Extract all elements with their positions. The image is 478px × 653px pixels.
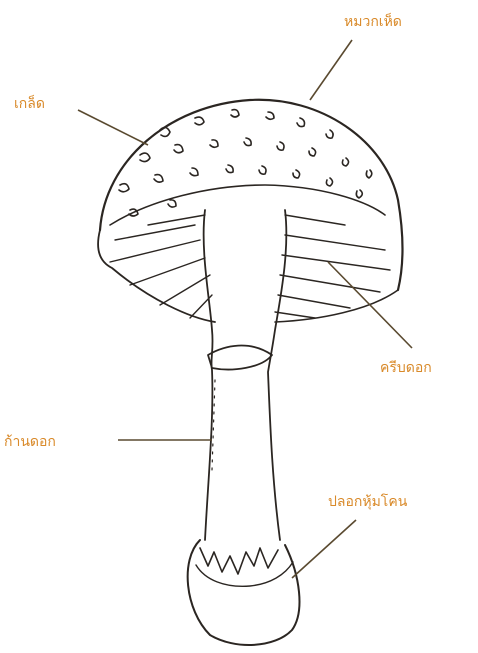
mushroom-gills [110,215,390,318]
cap-scales [119,110,372,216]
gills-leader-line [328,262,412,348]
gills-label: ครีบดอก [380,360,432,376]
scale-leader-line [78,110,148,145]
cap-leader-line [310,40,352,100]
diagram-labels: หมวกเห็ด เกล็ด ครีบดอก ก้านดอก ปลอกหุ้มโ… [4,12,432,510]
mushroom-volva [188,540,300,645]
volva-leader-line [292,520,356,578]
volva-label: ปลอกหุ้มโคน [328,493,408,510]
stalk-label: ก้านดอก [4,434,56,450]
mushroom-stalk [204,210,287,540]
scale-label: เกล็ด [14,94,45,112]
cap-label: หมวกเห็ด [344,12,402,30]
